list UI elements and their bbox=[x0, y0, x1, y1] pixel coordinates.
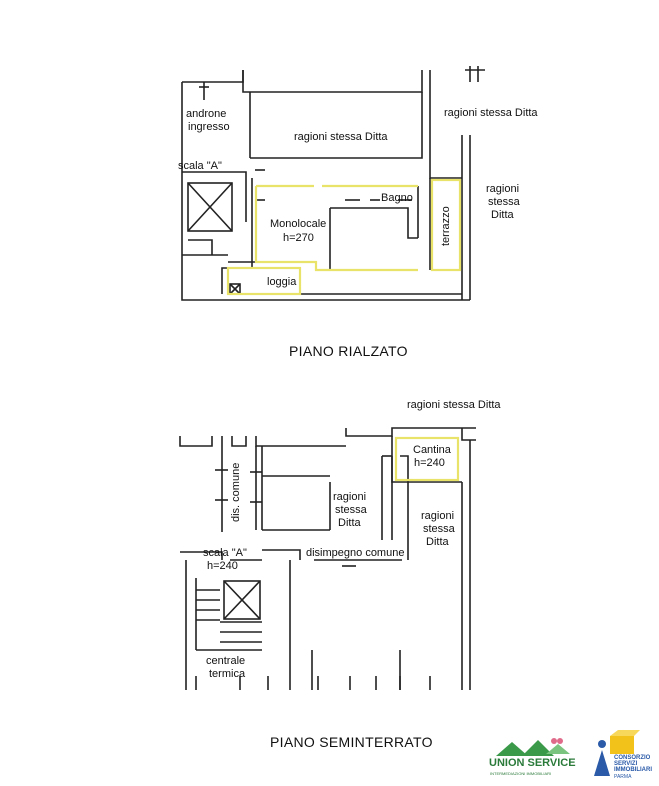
ragioni-mid-line1: ragioni bbox=[333, 491, 367, 503]
ragioni-center-label: ragioni stessa Ditta bbox=[294, 131, 388, 143]
ragioni-top-label: ragioni stessa Ditta bbox=[407, 399, 501, 411]
consorzio-logo bbox=[594, 730, 640, 776]
lower-walls bbox=[179, 427, 476, 690]
consorzio-line2: SERVIZI bbox=[614, 761, 638, 767]
person-icon bbox=[598, 740, 606, 748]
house-icon bbox=[496, 742, 528, 756]
union-service-text: UNION SERVICE bbox=[489, 757, 576, 769]
ragioni-right-line3: Ditta bbox=[491, 209, 514, 221]
bagno-label: Bagno bbox=[381, 192, 413, 204]
ragioni-right-line1: ragioni bbox=[421, 510, 455, 522]
ragioni-mid-line2: stessa bbox=[335, 504, 367, 516]
ragioni-right-line1: ragioni bbox=[486, 183, 520, 195]
scala-lower-height: h=240 bbox=[207, 560, 238, 572]
monolocale-height: h=270 bbox=[283, 232, 314, 244]
ragioni-mid-line3: Ditta bbox=[338, 517, 361, 529]
monolocale-label: Monolocale bbox=[270, 218, 327, 230]
upper-plan-title: PIANO RIALZATO bbox=[289, 343, 408, 359]
disimpegno-label: disimpegno comune bbox=[306, 547, 405, 559]
consorzio-line4: PARMA bbox=[614, 774, 632, 780]
cantina-height: h=240 bbox=[414, 457, 445, 469]
ragioni-right-line2: stessa bbox=[423, 523, 455, 535]
cantina-label: Cantina bbox=[413, 444, 451, 456]
androne-label: androne bbox=[186, 108, 227, 120]
scala-lower-label: scala "A" bbox=[203, 547, 247, 559]
box-icon bbox=[610, 736, 634, 754]
scala-label: scala "A" bbox=[178, 160, 222, 172]
dis-comune-label: dis. comune bbox=[230, 462, 242, 522]
ingresso-label: ingresso bbox=[188, 121, 230, 133]
union-service-subtext: INTERMEDIAZIONI IMMOBILIARI bbox=[490, 771, 552, 776]
loggia-label: loggia bbox=[267, 276, 297, 288]
union-service-logo bbox=[496, 738, 570, 756]
lower-plan-title: PIANO SEMINTERRATO bbox=[270, 734, 433, 750]
ragioni-right-line2: stessa bbox=[488, 196, 520, 208]
heart-icon bbox=[551, 738, 557, 744]
ragioni-right-line3: Ditta bbox=[426, 536, 449, 548]
centrale-line2: termica bbox=[209, 668, 246, 680]
centrale-line1: centrale bbox=[206, 655, 246, 667]
lower-unit-highlight bbox=[394, 436, 460, 482]
consorzio-line1: CONSORZIO bbox=[614, 755, 651, 761]
ragioni-top-right-label: ragioni stessa Ditta bbox=[444, 107, 538, 119]
upper-unit-highlight bbox=[226, 178, 462, 296]
consorzio-line3: IMMOBILIARI bbox=[614, 767, 652, 773]
